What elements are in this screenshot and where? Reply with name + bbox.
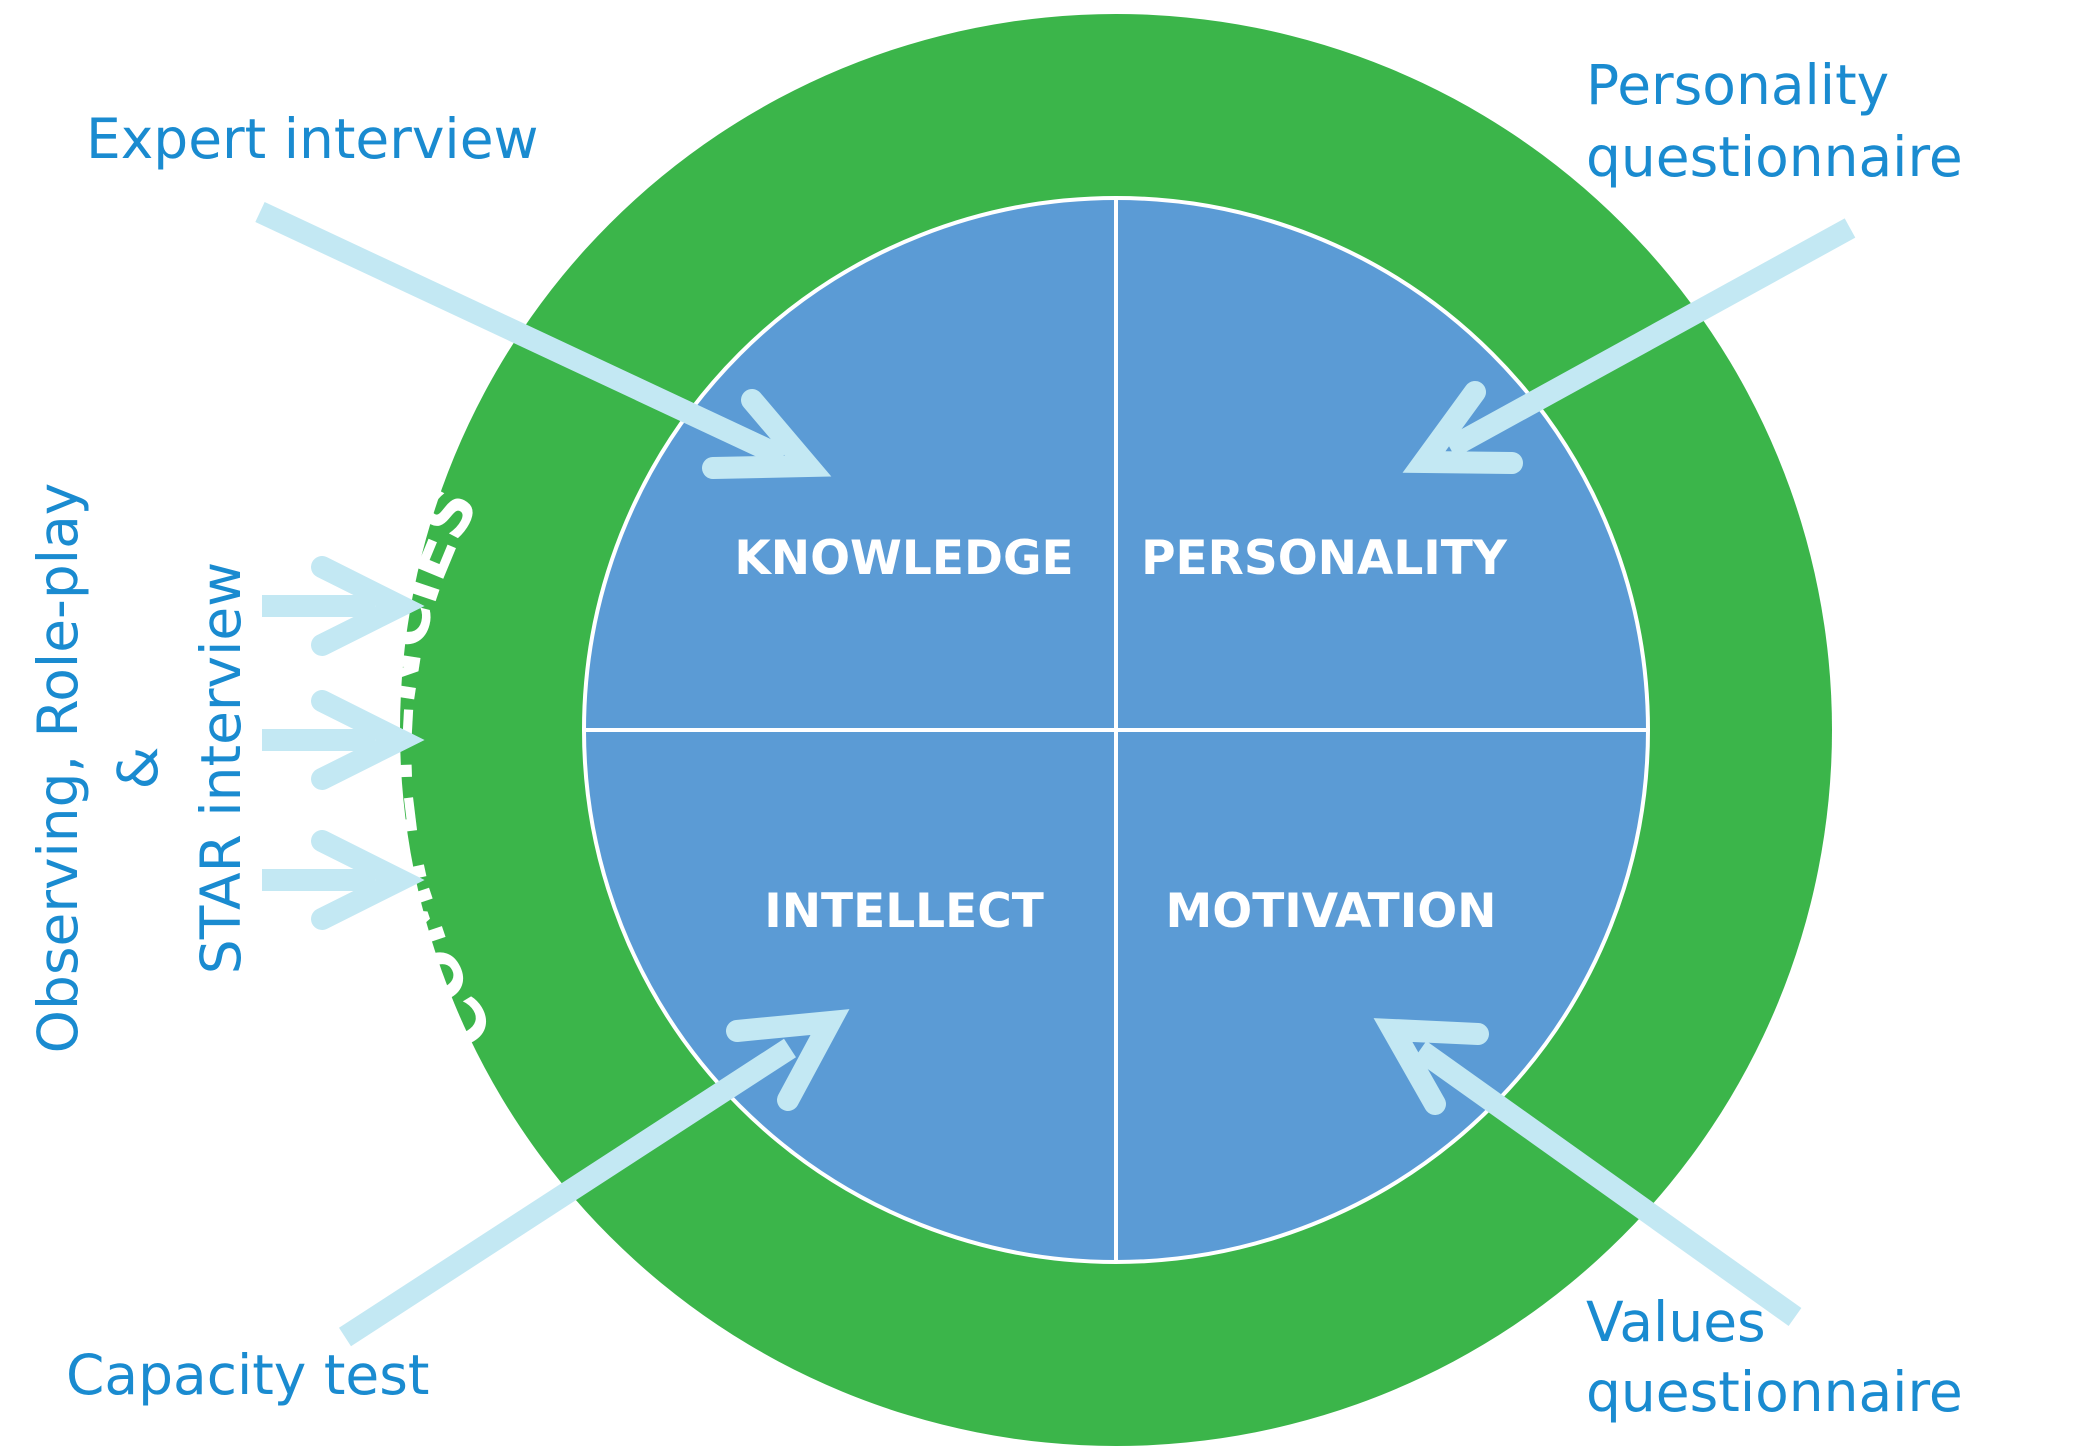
- quadrant-knowledge: KNOWLEDGE: [734, 531, 1073, 586]
- arrows-observing: [262, 556, 425, 930]
- label-observing: Observing, Role-play & STAR interview: [26, 483, 253, 1054]
- label-expert-interview: Expert interview: [86, 107, 539, 171]
- quadrant-personality: PERSONALITY: [1141, 531, 1508, 586]
- quadrant-intellect: INTELLECT: [764, 884, 1044, 939]
- svg-text:Observing, Role-play: Observing, Role-play: [26, 483, 90, 1054]
- arrow-capacity-test: [339, 1009, 850, 1347]
- label-personality-questionnaire: Personality questionnaire: [1586, 53, 1963, 189]
- label-values-questionnaire: Values questionnaire: [1586, 1290, 1963, 1424]
- arrow-personality-questionnaire: [1402, 218, 1856, 474]
- quadrant-motivation: MOTIVATION: [1165, 884, 1496, 939]
- label-capacity-test: Capacity test: [66, 1343, 429, 1407]
- arrow-expert-interview: [255, 202, 832, 479]
- svg-text:&: &: [106, 747, 170, 790]
- arrow-values-questionnaire: [1373, 1018, 1802, 1326]
- svg-text:STAR interview: STAR interview: [189, 562, 253, 974]
